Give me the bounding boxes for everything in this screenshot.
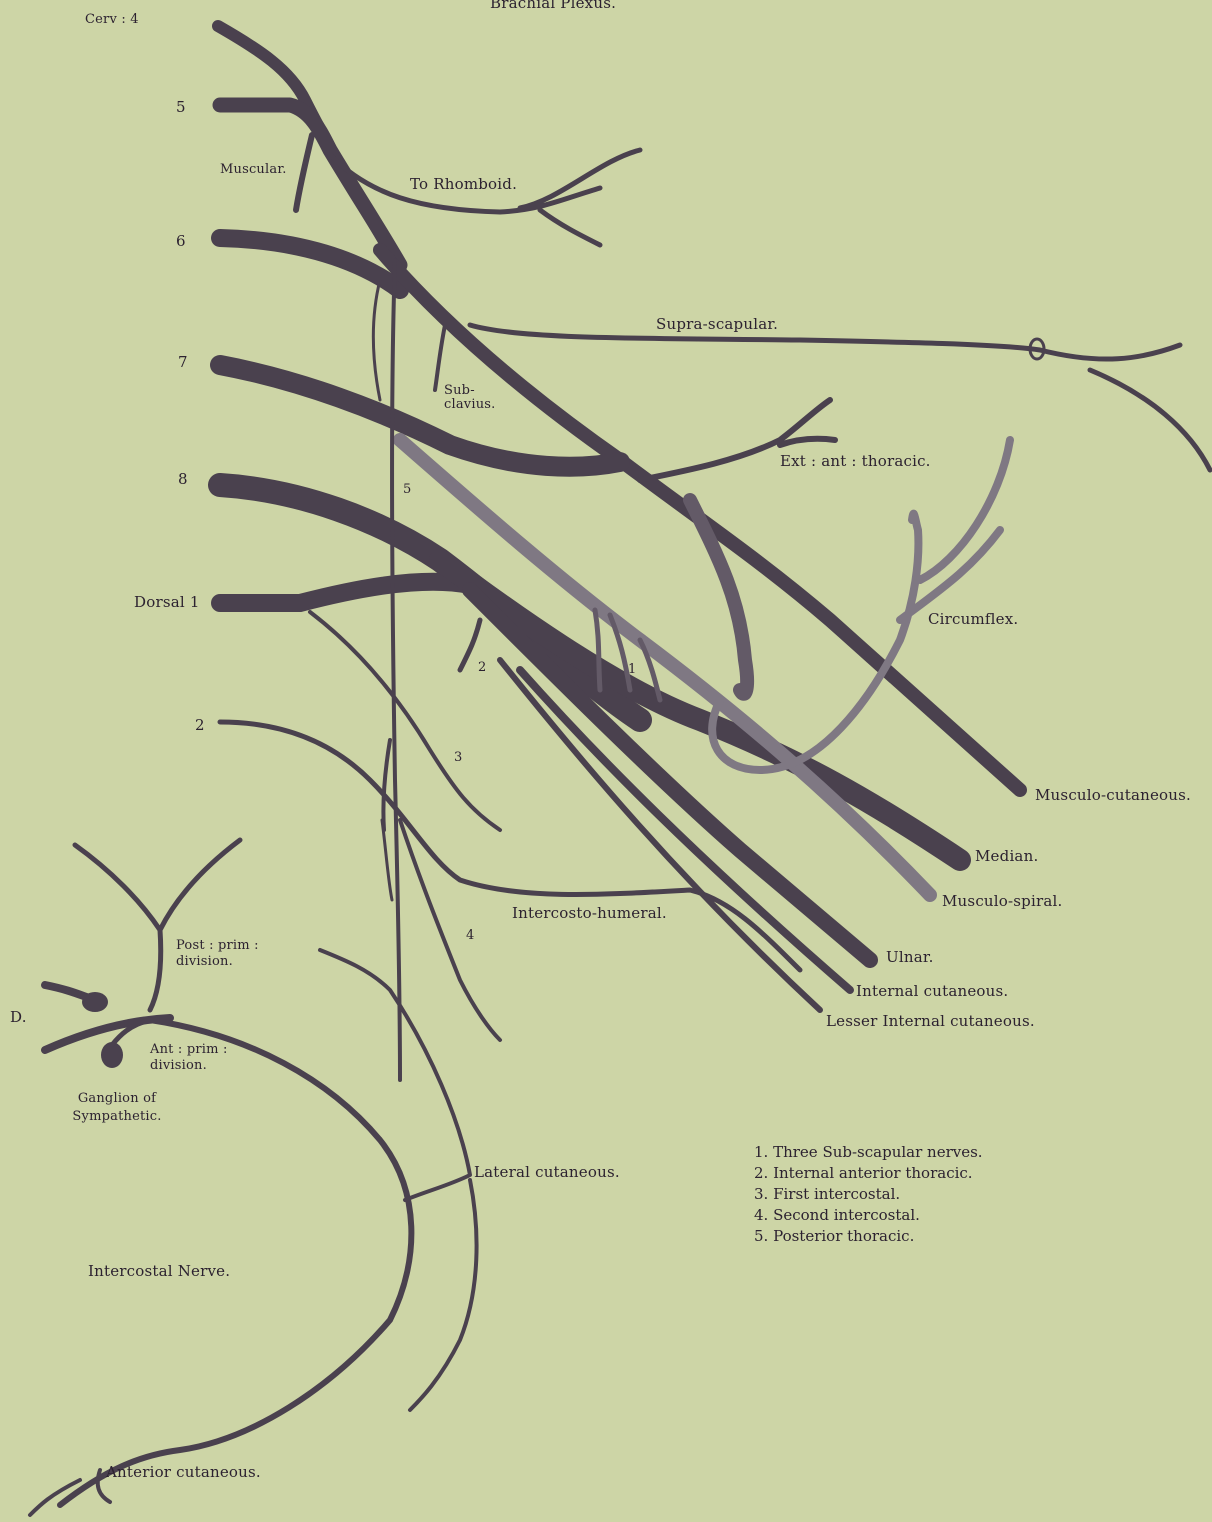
label-number-5: 5: [403, 482, 411, 497]
label-lateral-cutaneous: Lateral cutaneous.: [474, 1163, 620, 1181]
root-label-c7: 7: [178, 353, 188, 371]
root-label-cerv4: Cerv : 4: [85, 12, 139, 27]
label-median: Median.: [975, 847, 1038, 865]
dorsal1-root: [220, 582, 470, 603]
label-ulnar: Ulnar.: [886, 948, 934, 966]
root-label-c5: 5: [176, 98, 186, 116]
legend-item: 2. Internal anterior thoracic.: [754, 1163, 983, 1184]
post-prim-division: [75, 840, 240, 1010]
supra-scapular-nerve: [470, 325, 1210, 470]
label-circumflex: Circumflex.: [928, 610, 1018, 628]
circumflex-nerve: [712, 440, 1010, 770]
dorsal-ganglion: [82, 992, 108, 1012]
legend-item: 5. Posterior thoracic.: [754, 1226, 983, 1247]
legend-item: 4. Second intercostal.: [754, 1205, 983, 1226]
label-to-rhomboid: To Rhomboid.: [410, 175, 517, 193]
label-post-prim-division: Post : prim : division.: [176, 938, 286, 970]
figure-title: Brachial Plexus.: [490, 0, 616, 12]
label-muscular: Muscular.: [220, 162, 287, 177]
label-subclavius: Sub- clavius.: [444, 384, 504, 412]
label-number-1: 1: [628, 662, 636, 677]
c6-root: [220, 238, 400, 290]
internal-ant-thoracic: [460, 620, 480, 670]
root-label-c8: 8: [178, 470, 188, 488]
muscular-branch: [296, 135, 312, 210]
label-d: D.: [10, 1008, 27, 1026]
root-label-dorsal1: Dorsal 1: [134, 593, 200, 611]
label-anterior-cutaneous: Anterior cutaneous.: [106, 1463, 261, 1481]
root-label-c6: 6: [176, 232, 186, 250]
anterior-cutaneous-branch: [30, 1470, 110, 1515]
label-number-2: 2: [478, 660, 486, 675]
root-label-d2: 2: [195, 716, 205, 734]
legend: 1. Three Sub-scapular nerves. 2. Interna…: [754, 1142, 983, 1247]
subclavius-branch: [435, 325, 445, 390]
label-intercosto-humeral: Intercosto-humeral.: [512, 904, 667, 922]
label-intercostal-nerve: Intercostal Nerve.: [88, 1262, 230, 1280]
label-musculo-cutaneous: Musculo-cutaneous.: [1035, 786, 1191, 804]
label-number-3: 3: [454, 750, 462, 765]
legend-item: 1. Three Sub-scapular nerves.: [754, 1142, 983, 1163]
label-lesser-internal-cutaneous: Lesser Internal cutaneous.: [826, 1012, 1035, 1030]
label-number-4: 4: [466, 928, 474, 943]
second-intercostal: [400, 820, 500, 1040]
label-supra-scapular: Supra-scapular.: [656, 315, 778, 333]
label-internal-cutaneous: Internal cutaneous.: [856, 982, 1008, 1000]
label-ext-ant-thoracic: Ext : ant : thoracic.: [780, 452, 931, 470]
legend-item: 3. First intercostal.: [754, 1184, 983, 1205]
label-ganglion: Ganglion of Sympathetic.: [42, 1090, 192, 1126]
d2-root: [220, 722, 800, 970]
label-ant-prim-division: Ant : prim : division.: [150, 1042, 260, 1074]
label-musculo-spiral: Musculo-spiral.: [942, 892, 1062, 910]
posterior-thoracic-nerve: [383, 260, 400, 1080]
